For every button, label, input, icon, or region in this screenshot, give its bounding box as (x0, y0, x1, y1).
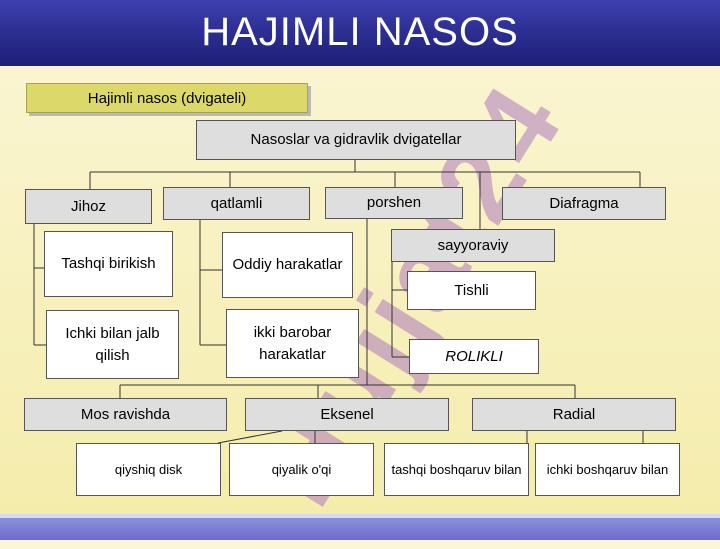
mos-ravishda-node: Mos ravishda (24, 398, 227, 431)
porshen-node: porshen (325, 187, 463, 219)
tashqi-boshqaruv-node: tashqi boshqaruv bilan (384, 443, 529, 496)
tashqi-birikish-node: Tashqi birikish (44, 231, 173, 297)
diafragma-node: Diafragma (502, 187, 666, 220)
ichki-bilan-node: Ichki bilan jalb qilish (46, 310, 179, 379)
qatlamli-node: qatlamli (163, 187, 310, 220)
footer-strip (0, 514, 720, 518)
sayyoraviy-node: sayyoraviy (391, 229, 555, 262)
title-bar: HAJIMLI NASOS (0, 0, 720, 66)
eksenel-node: Eksenel (245, 398, 449, 431)
footer-bar (0, 518, 720, 540)
ikki-barobar-node: ikki barobar harakatlar (226, 309, 359, 378)
radial-node: Radial (472, 398, 676, 431)
jihoz-node: Jihoz (25, 189, 152, 224)
subtitle-label: Hajimli nasos (dvigateli) (26, 83, 308, 113)
ichki-boshqaruv-node: ichki boshqaruv bilan (535, 443, 680, 496)
root-node: Nasoslar va gidravlik dvigatellar (196, 120, 516, 160)
qiyalik-oqi-node: qiyalik o'qi (229, 443, 374, 496)
page-title: HAJIMLI NASOS (201, 10, 519, 54)
rolikli-node: ROLIKLI (409, 339, 539, 374)
qiyshiq-disk-node: qiyshiq disk (76, 443, 221, 496)
oddiy-harakatlar-node: Oddiy harakatlar (222, 232, 353, 298)
tishli-node: Tishli (407, 271, 536, 310)
